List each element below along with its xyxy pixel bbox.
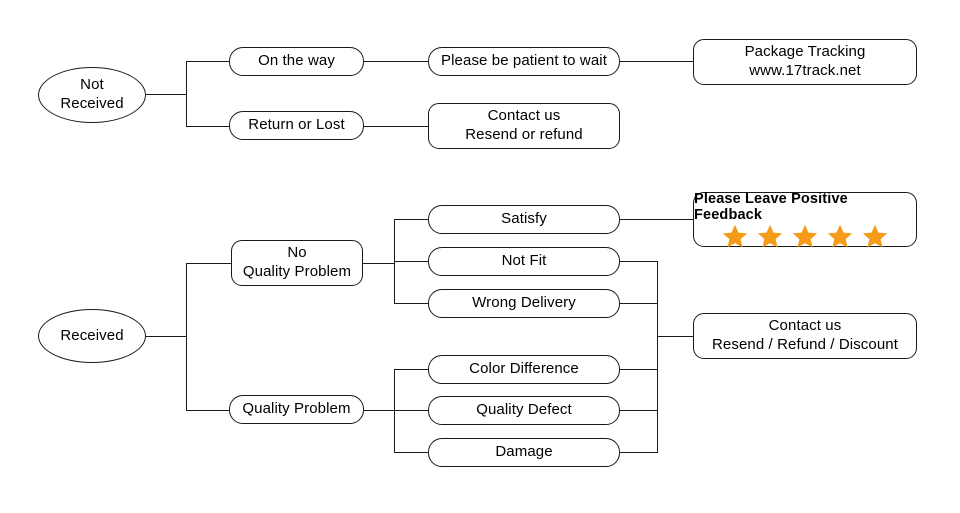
connector-bus-to-return-or-lost (186, 126, 230, 127)
connector-not-fit-to-merge (620, 261, 658, 262)
star-icon (757, 224, 783, 248)
node-positive-feedback[interactable]: Please Leave Positive Feedback (693, 190, 917, 249)
connector-bus-to-not-fit (394, 261, 429, 262)
connector-bus-to-quality-problem (186, 410, 231, 411)
connector-wrong-delivery-to-merge (620, 303, 658, 304)
connector-color-difference-to-merge (620, 369, 658, 370)
connector-received-to-bus (146, 336, 186, 337)
connector-bus-not-received (186, 61, 187, 126)
star-rating[interactable] (722, 224, 888, 249)
connector-not-received-to-bus (146, 94, 186, 95)
connector-bus-to-color-difference (394, 369, 429, 370)
node-not-received[interactable]: Not Received (38, 67, 146, 123)
connector-return-or-lost-to-contact (364, 126, 429, 127)
node-contact-resend-refund-discount[interactable]: Contact us Resend / Refund / Discount (693, 313, 917, 359)
node-damage[interactable]: Damage (428, 438, 620, 467)
star-icon (792, 224, 818, 248)
node-not-fit[interactable]: Not Fit (428, 247, 620, 276)
connector-bus-received (186, 263, 187, 410)
node-package-tracking[interactable]: Package Tracking www.17track.net (693, 39, 917, 85)
connector-merge-bus (657, 261, 658, 452)
star-icon (862, 224, 888, 248)
node-contact-resend-refund[interactable]: Contact us Resend or refund (428, 103, 620, 149)
node-return-or-lost[interactable]: Return or Lost (229, 111, 364, 140)
node-quality-problem[interactable]: Quality Problem (229, 395, 364, 424)
star-icon (722, 224, 748, 248)
connector-on-the-way-to-be-patient (364, 61, 429, 62)
node-received[interactable]: Received (38, 309, 146, 363)
connector-quality-defect-to-merge (620, 410, 658, 411)
node-quality-defect[interactable]: Quality Defect (428, 396, 620, 425)
connector-bus-to-on-the-way (186, 61, 230, 62)
connector-damage-to-merge (620, 452, 658, 453)
connector-satisfy-to-feedback (620, 219, 694, 220)
connector-bus-to-satisfy (394, 219, 429, 220)
connector-bus-to-wrong-delivery (394, 303, 429, 304)
connector-merge-to-contact (657, 336, 694, 337)
node-wrong-delivery[interactable]: Wrong Delivery (428, 289, 620, 318)
connector-bus-to-quality-defect (394, 410, 429, 411)
connector-quality-problem-to-bus (364, 410, 394, 411)
star-icon (827, 224, 853, 248)
node-on-the-way[interactable]: On the way (229, 47, 364, 76)
node-be-patient-to-wait[interactable]: Please be patient to wait (428, 47, 620, 76)
connector-bus-to-damage (394, 452, 429, 453)
connector-no-quality-problem-to-bus (363, 263, 394, 264)
node-color-difference[interactable]: Color Difference (428, 355, 620, 384)
node-no-quality-problem[interactable]: No Quality Problem (231, 240, 363, 286)
node-satisfy[interactable]: Satisfy (428, 205, 620, 234)
connector-bus-to-no-quality-problem (186, 263, 231, 264)
connector-be-patient-to-package-tracking (620, 61, 694, 62)
feedback-label: Please Leave Positive Feedback (694, 190, 848, 223)
